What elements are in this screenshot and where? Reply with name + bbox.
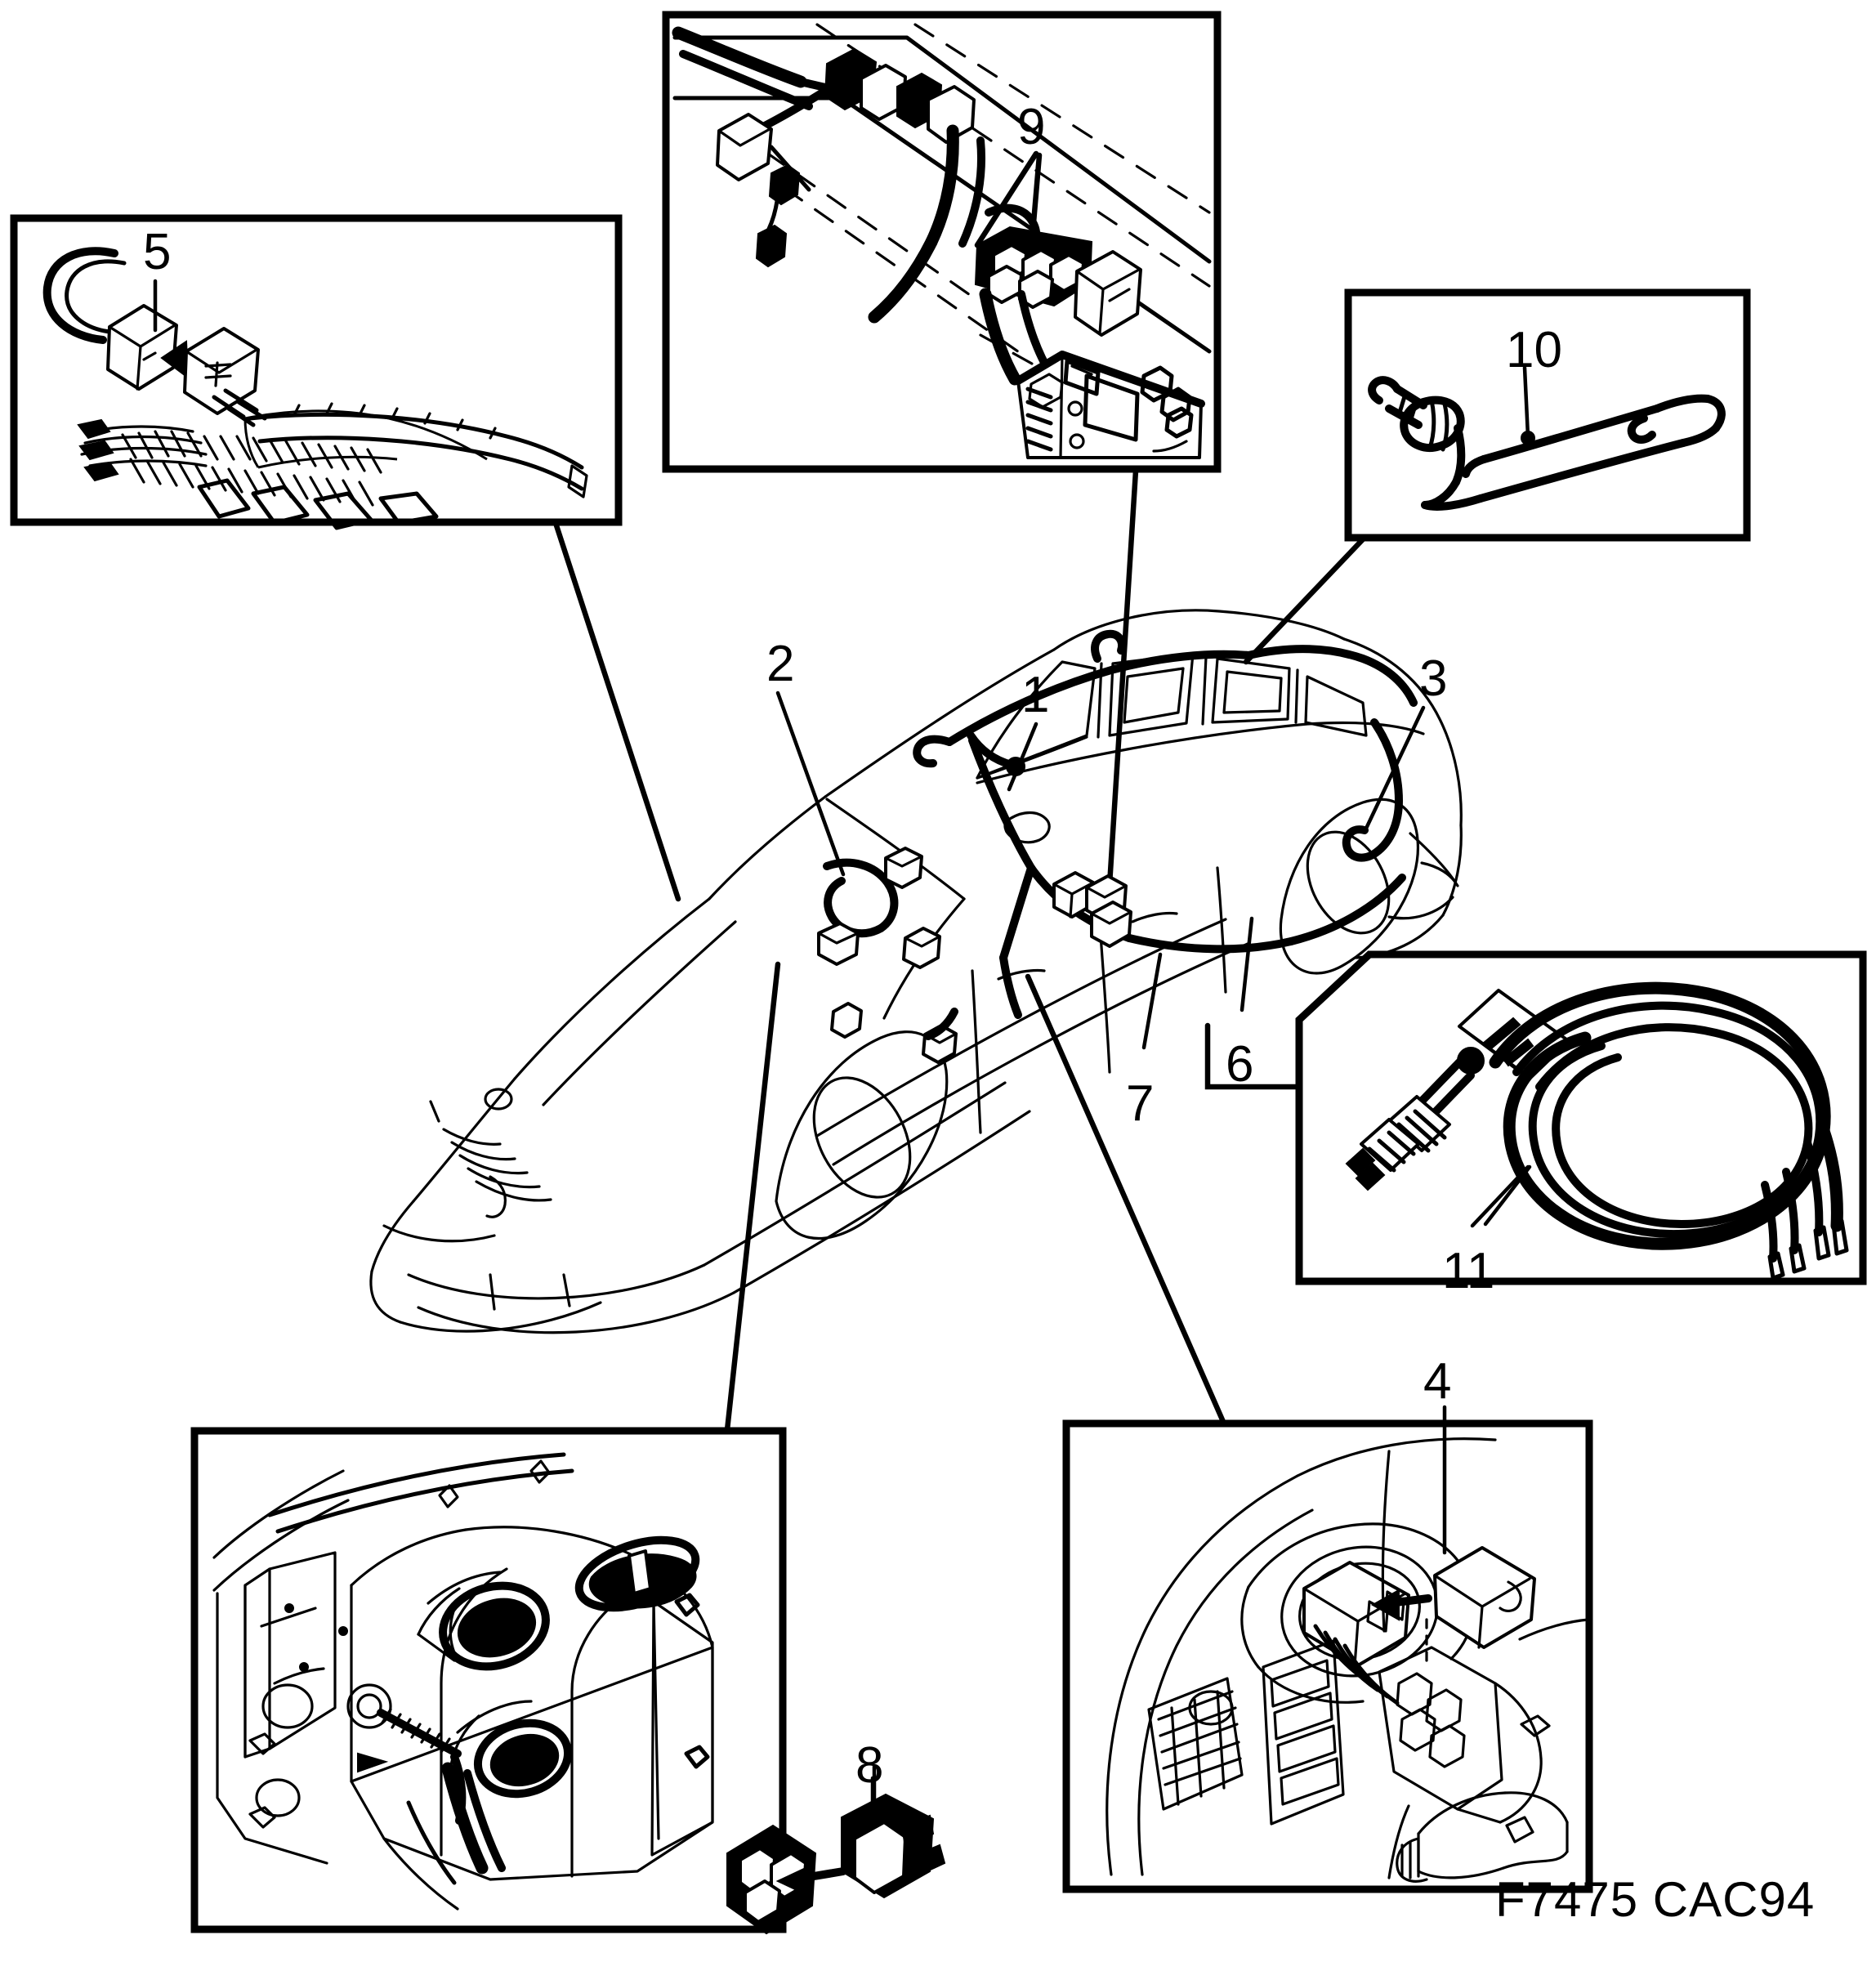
inline-connector	[1074, 250, 1142, 337]
connector-branch-socket	[817, 922, 860, 966]
panel10-content	[1368, 376, 1726, 511]
callout-leader-11	[1483, 1164, 1532, 1227]
callout-number-9: 9	[1017, 99, 1046, 155]
callout-number-6: 6	[1226, 1036, 1254, 1093]
wiring-harness-overlay	[817, 629, 1418, 1064]
callout-leader-2	[775, 690, 846, 877]
leader-line-panel8	[724, 961, 781, 1433]
control-stalk	[1396, 1791, 1569, 1883]
car-body-outline	[369, 609, 1463, 1334]
harness-stub-connector	[830, 1002, 863, 1039]
callout-leader-6	[1240, 916, 1254, 1012]
heater-connector-right	[841, 1793, 946, 1899]
figure-caption: F7475 CAC94	[1495, 1872, 1816, 1927]
harness-connector-drop	[902, 927, 941, 969]
callout-leader-3	[1362, 705, 1426, 834]
leader-line-panel4	[1025, 973, 1227, 1427]
callout-number-1: 1	[1021, 667, 1050, 723]
callout-leader-10	[1521, 365, 1535, 445]
connector-branch-plug	[884, 847, 923, 889]
callout-number-4: 4	[1423, 1353, 1452, 1410]
callout-number-10: 10	[1506, 322, 1562, 378]
harness-bundle-texture	[77, 418, 382, 507]
relay-slots	[1262, 1639, 1345, 1826]
panel5-content	[42, 247, 588, 530]
ignition-lock-barrel	[1378, 1646, 1551, 1824]
antenna-plug	[1345, 1095, 1451, 1191]
leader-line-panel9	[1104, 467, 1139, 927]
panel8-content	[212, 1452, 946, 1935]
connector-cluster-top	[824, 47, 976, 144]
callout-number-3: 3	[1419, 650, 1448, 707]
fuse-chart-panel	[1147, 1677, 1244, 1811]
leader-line-panel10	[1243, 536, 1366, 665]
ecu-module	[1014, 351, 1205, 459]
callout-number-5: 5	[143, 224, 172, 280]
leader-line-panel11	[1204, 1022, 1301, 1090]
callout-number-7: 7	[1126, 1075, 1155, 1132]
callout-leader-7	[1141, 952, 1163, 1050]
callout-number-11: 11	[1442, 1243, 1495, 1299]
control-cable	[346, 1683, 467, 1825]
panel11-content	[1345, 981, 1849, 1280]
leader-line-panel5	[552, 520, 681, 902]
callout-leader-9	[974, 150, 1043, 255]
coiled-cable	[1489, 981, 1849, 1280]
callout-number-2: 2	[766, 636, 795, 692]
harness-connector-block-c	[1090, 901, 1132, 948]
panel4-content	[1106, 1437, 1590, 1883]
callout-number-8: 8	[855, 1737, 884, 1794]
callout-leader-1	[1007, 722, 1038, 792]
new-plug-connector	[1433, 1546, 1536, 1649]
panel9-content	[672, 23, 1212, 459]
